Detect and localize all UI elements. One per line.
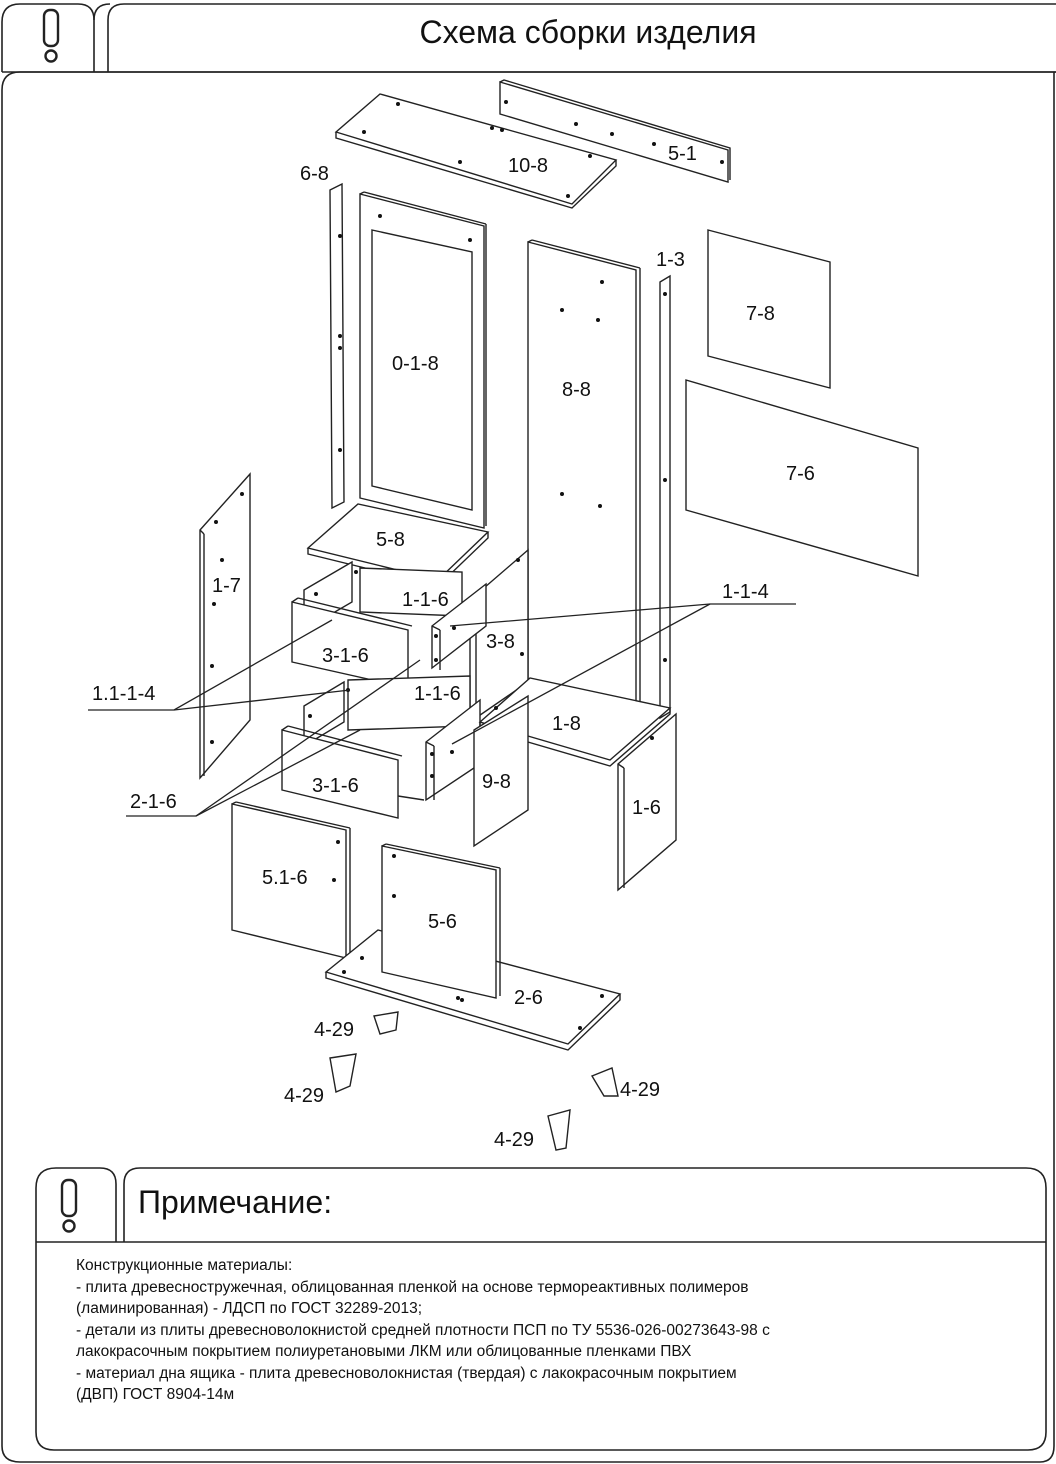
note-text: Конструкционные материалы: - плита древе… [76,1255,1036,1406]
note-line: (ДВП) ГОСТ 8904-14м [76,1386,235,1403]
label-leg-b: 4-29 [284,1085,324,1107]
note-line: лакокрасочным покрытием полиуретановыми … [76,1343,692,1360]
label-9-8: 9-8 [482,771,511,793]
label-1-6: 1-6 [632,797,661,819]
label-7-6: 7-6 [786,463,815,485]
panel-3-1-6-lower [281,729,399,819]
panel-1-7 [199,472,251,780]
label-1-1-1-4: 1.1-1-4 [92,683,155,705]
label-1-7: 1-7 [212,575,241,597]
exclamation-icon [60,1178,78,1233]
leg-icon [590,1067,619,1097]
label-5-1-6: 5.1-6 [262,867,308,889]
panel-5-6 [381,845,497,999]
panel-1-1-4-upper [431,582,487,670]
label-5-1: 5-1 [668,143,697,165]
label-7-8: 7-8 [746,303,775,325]
label-5-6: 5-6 [428,911,457,933]
leader-lines [88,603,796,817]
label-10-8: 10-8 [508,155,548,177]
panel-1-6 [617,712,677,892]
label-1-1-6-upper: 1-1-6 [402,589,449,611]
note-line: - материал дна ящика - плита древесновол… [76,1364,737,1382]
note-line: - детали из плиты древесноволокнистой ср… [76,1321,770,1339]
label-3-1-6-upper: 3-1-6 [322,645,369,667]
label-2-6: 2-6 [514,987,543,1009]
panel-8-8 [527,241,637,707]
note-line: (ламинированная) - ЛДСП по ГОСТ 32289-20… [76,1300,423,1317]
assembly-diagram [199,79,919,1151]
leg-icon [373,1011,399,1035]
label-1-1-6-lower: 1-1-6 [414,683,461,705]
panel-1-3 [659,274,671,720]
panel-6-8 [329,182,345,510]
label-leg-c: 4-29 [620,1079,660,1101]
label-leg-a: 4-29 [314,1019,354,1041]
leg-icon [547,1109,571,1151]
label-1-3: 1-3 [656,249,685,271]
hole-markers [210,100,724,1030]
note-line: - плита древесностружечная, облицованная… [76,1278,749,1296]
label-0-1-8: 0-1-8 [392,353,439,375]
leg-icon [329,1053,357,1093]
label-1-8: 1-8 [552,713,581,735]
panel-5-1 [499,81,729,183]
label-2-1-6: 2-1-6 [130,791,177,813]
panel-9-8 [473,694,529,848]
page-title: Схема сборки изделия [419,14,757,50]
exclamation-icon [42,8,60,63]
label-8-8: 8-8 [562,379,591,401]
note-title: Примечание: [138,1184,333,1220]
label-5-8: 5-8 [376,529,405,551]
note-line: Конструкционные материалы: [76,1257,293,1274]
label-3-1-6-lower: 3-1-6 [312,775,359,797]
panel-7-8 [707,229,831,389]
label-leg-d: 4-29 [494,1129,534,1151]
panel-7-6 [685,379,919,577]
label-6-8: 6-8 [300,163,329,185]
label-3-8: 3-8 [486,631,515,653]
label-1-1-4: 1-1-4 [722,581,769,603]
